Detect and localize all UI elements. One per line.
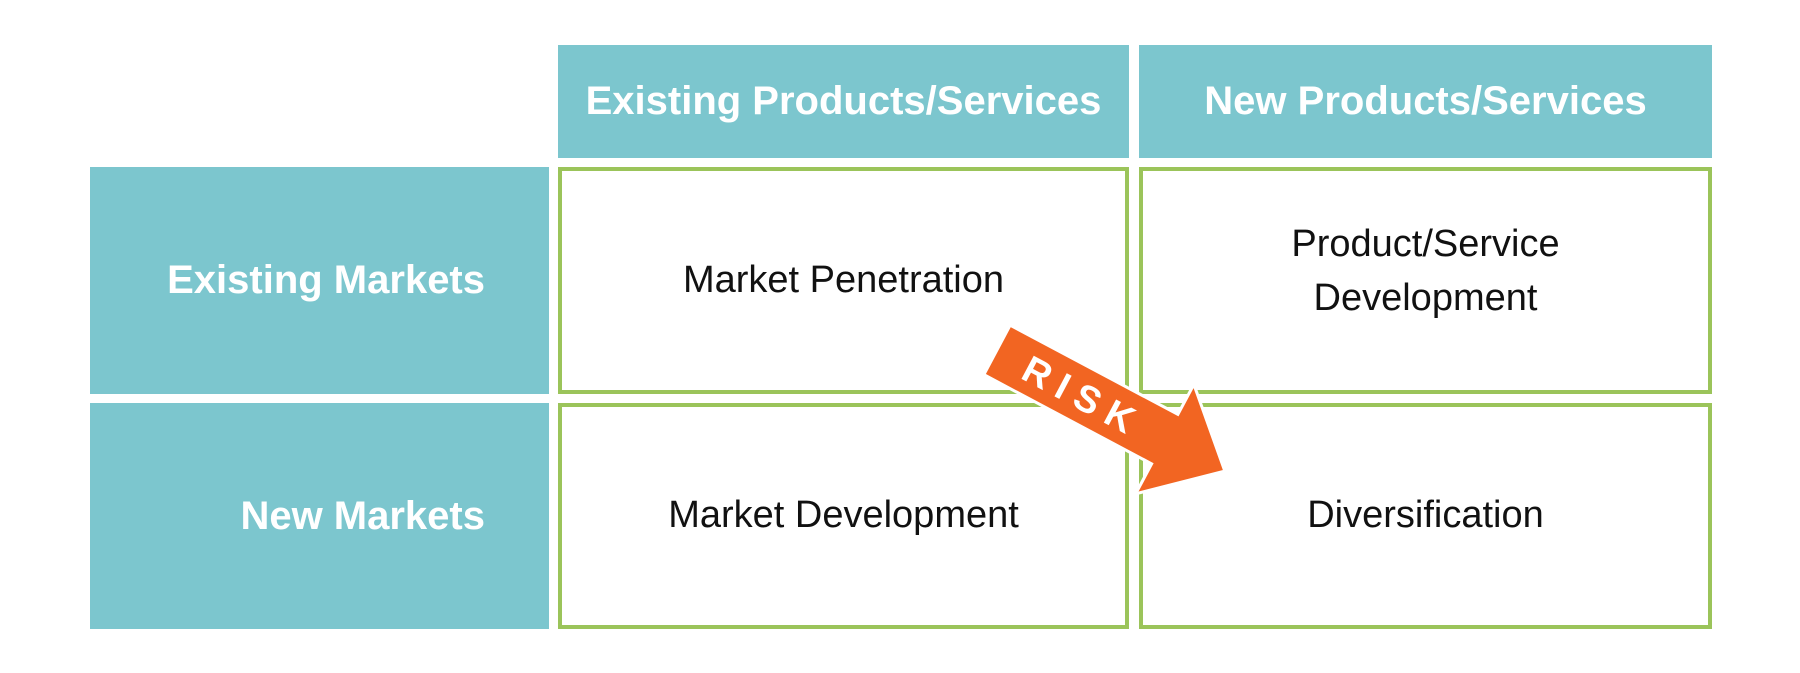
cell-market-penetration-label: Market Penetration xyxy=(682,258,1005,301)
cell-diversification: Diversification xyxy=(1139,403,1712,629)
row-header-new-markets-label: New Markets xyxy=(240,493,485,538)
column-header-new-products: New Products/Services xyxy=(1139,45,1712,158)
column-header-existing-products-label: Existing Products/Services xyxy=(585,79,1102,123)
column-header-new-products-label: New Products/Services xyxy=(1204,79,1647,123)
cell-market-development: Market Development xyxy=(558,403,1129,629)
row-header-existing-markets: Existing Markets xyxy=(90,167,549,394)
cell-product-service-development-line2: Development xyxy=(1313,276,1538,319)
cell-market-penetration: Market Penetration xyxy=(558,167,1129,394)
cell-product-service-development-line1: Product/Service xyxy=(1291,223,1560,266)
column-header-existing-products: Existing Products/Services xyxy=(558,45,1129,158)
cell-product-service-development-text: Product/Service Development xyxy=(1291,218,1559,324)
cell-diversification-label: Diversification xyxy=(1307,494,1544,537)
cell-product-service-development: Product/Service Development xyxy=(1139,167,1712,394)
row-header-new-markets: New Markets xyxy=(90,403,549,629)
cell-market-development-label: Market Development xyxy=(668,494,1019,537)
row-header-existing-markets-label: Existing Markets xyxy=(167,258,485,302)
